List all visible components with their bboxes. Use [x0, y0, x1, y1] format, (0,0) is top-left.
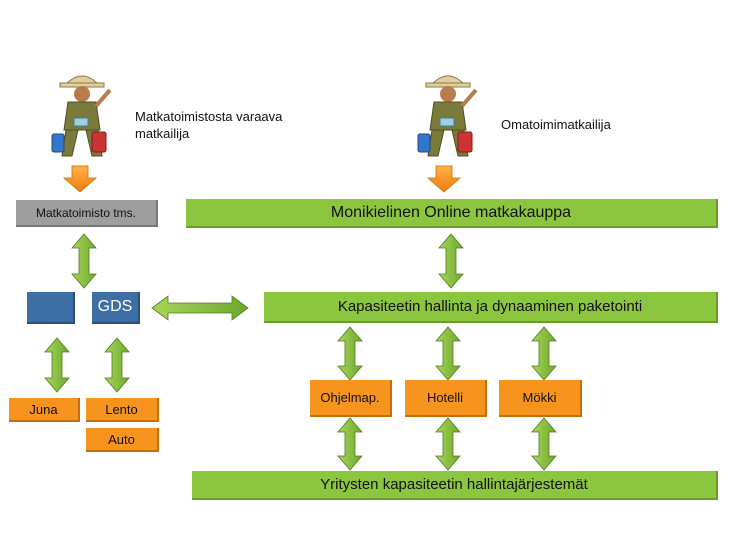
- capacity-management-box: Kapasiteetin hallinta ja dynaaminen pake…: [264, 292, 718, 323]
- vertical-arrow-capacity-hotel: [435, 326, 461, 381]
- vertical-arrow-agency-gds: [71, 233, 97, 289]
- vertical-arrow-capacity-program: [337, 326, 363, 381]
- car-box: Auto: [86, 428, 159, 452]
- vertical-arrow-program-company: [337, 417, 363, 471]
- horizontal-arrow-gds-capacity: [151, 295, 249, 321]
- down-arrow-left: [62, 165, 98, 193]
- vertical-arrow-blue-train: [44, 337, 70, 393]
- traveller-label-left: Matkatoimistosta varaava matkailija: [135, 109, 283, 141]
- vertical-arrow-gds-flight: [104, 337, 130, 393]
- flight-box: Lento: [86, 398, 159, 422]
- vertical-arrow-hotel-company: [435, 417, 461, 471]
- traveller-icon-left: [51, 75, 112, 157]
- online-travel-shop-box: Monikielinen Online matkakauppa: [186, 199, 718, 228]
- cottage-box: Mökki: [499, 380, 582, 417]
- program-service-box: Ohjelmap.: [310, 380, 392, 417]
- traveller-icon-right: [417, 75, 478, 157]
- gds-box: GDS: [92, 292, 140, 324]
- hotel-box: Hotelli: [405, 380, 487, 417]
- train-box: Juna: [9, 398, 80, 422]
- down-arrow-right: [426, 165, 462, 193]
- travel-agency-box: Matkatoimisto tms.: [16, 200, 158, 227]
- company-capacity-systems-box: Yritysten kapasiteetin hallintajärjestem…: [192, 471, 718, 500]
- traveller-label-right: Omatoimimatkailija: [501, 117, 611, 132]
- blue-system-box: [27, 292, 75, 324]
- vertical-arrow-cottage-company: [531, 417, 557, 471]
- vertical-arrow-capacity-cottage: [531, 326, 557, 381]
- vertical-arrow-online-capacity: [438, 233, 464, 289]
